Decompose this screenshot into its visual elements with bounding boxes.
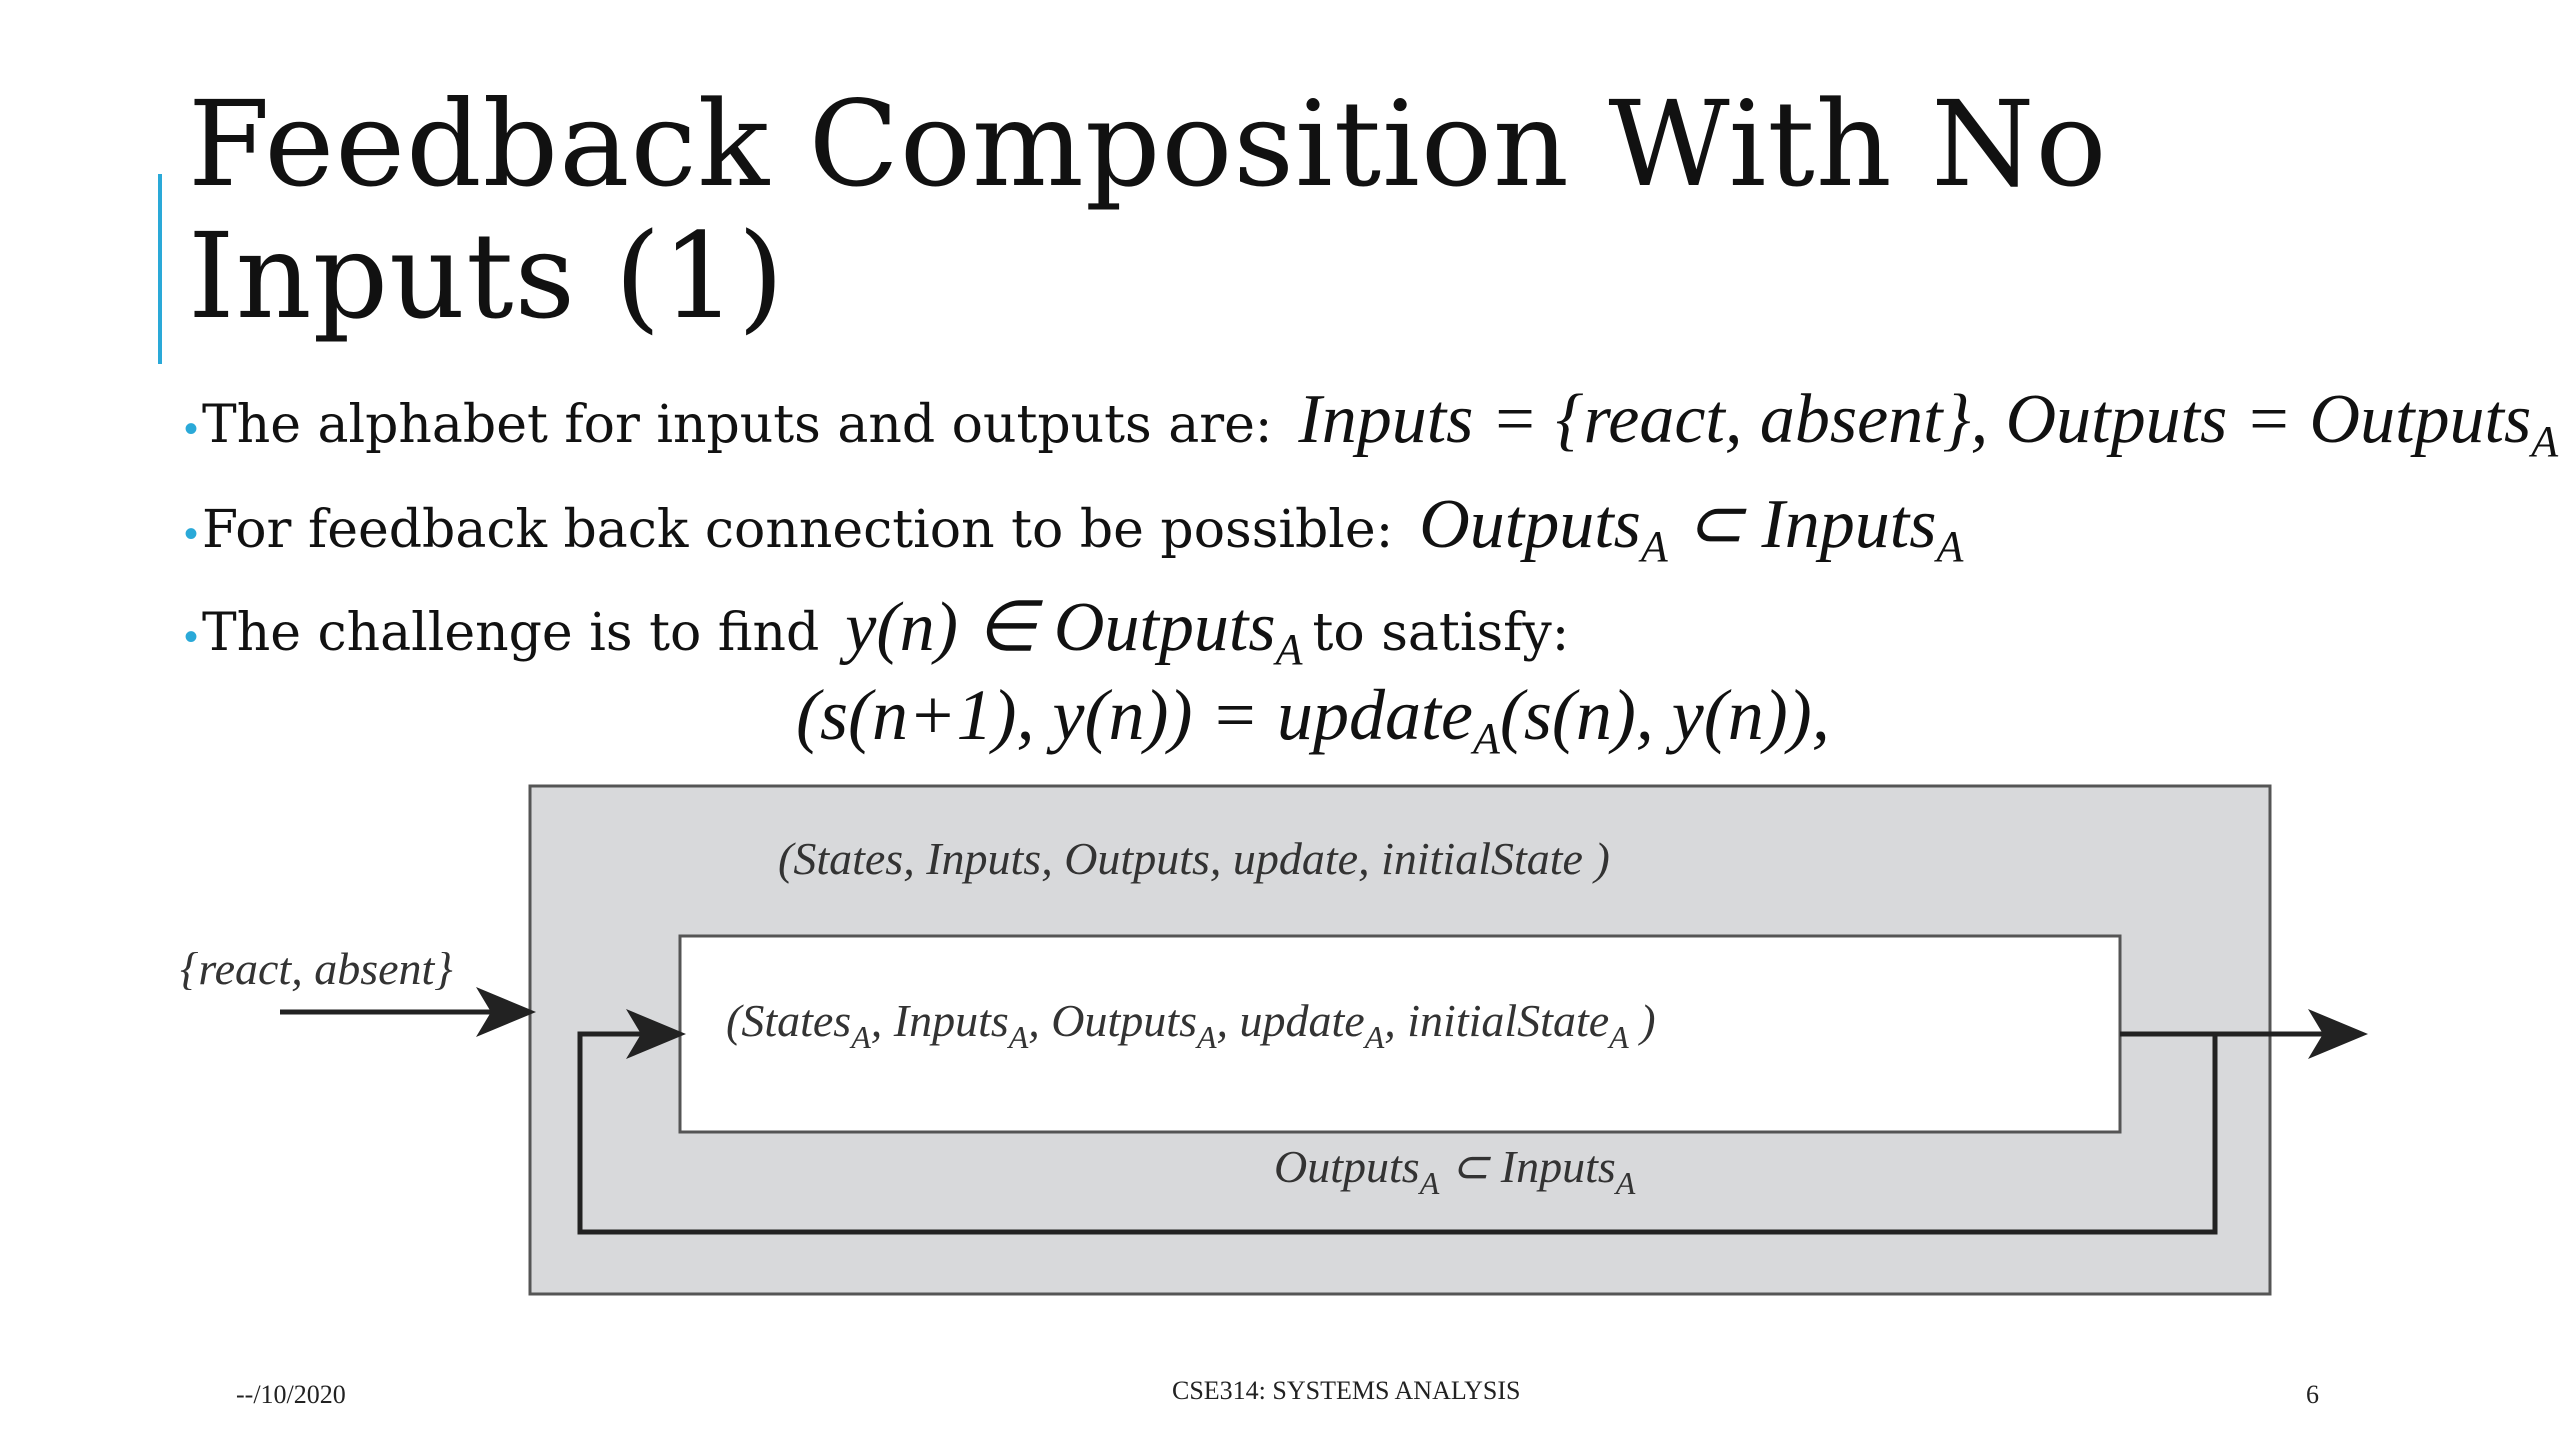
bullet-marker: • <box>184 512 199 556</box>
bullet-text: For feedback back connection to be possi… <box>202 500 1394 560</box>
title-accent-bar <box>158 174 162 364</box>
bullet-math: y(n) ∈ OutputsA <box>845 585 1302 675</box>
bullet-marker: • <box>184 407 199 451</box>
math-expression: Inputs = {react, absent}, Outputs = Outp… <box>1298 381 2532 458</box>
bullet-text: The challenge is to find <box>202 603 820 663</box>
feedback-constraint-label: OutputsA ⊂ InputsA <box>1274 1141 1636 1201</box>
footer-date: --/10/2020 <box>236 1380 346 1409</box>
math-tail: . <box>2558 381 2560 458</box>
inner-actor-box <box>678 934 2122 1134</box>
equation-subscript: A <box>1472 714 1500 763</box>
bullet-challenge: • The challenge is to find y(n) ∈ Output… <box>184 585 1569 675</box>
feedback-diagram: (States, Inputs, Outputs, update, initia… <box>180 784 2368 1296</box>
update-equation: (s(n+1), y(n)) = updateA(s(n), y(n)), <box>796 674 1830 764</box>
math-expression-mid: ⊂ Inputs <box>1667 486 1937 563</box>
bullet-feedback-condition: • For feedback back connection to be pos… <box>184 482 1963 572</box>
footer-course: CSE314: SYSTEMS ANALYSIS <box>1172 1376 1521 1405</box>
math-subscript: A <box>1640 522 1668 571</box>
bullet-marker: • <box>184 615 199 659</box>
footer-page-number: 6 <box>2306 1380 2319 1409</box>
math-expression: y(n) ∈ Outputs <box>845 589 1276 666</box>
math-subscript: A <box>2531 417 2559 466</box>
slide-title: Feedback Composition With No Inputs (1) <box>188 75 2108 345</box>
feedback-loop-line <box>577 1009 2218 1235</box>
input-alphabet-label: {react, absent} <box>180 943 453 994</box>
bullet-alphabet: • The alphabet for inputs and outputs ar… <box>184 380 2560 470</box>
bullet-math: Inputs = {react, absent}, Outputs = Outp… <box>1298 380 2560 467</box>
outer-box-label: (States, Inputs, Outputs, update, initia… <box>778 833 1610 884</box>
math-subscript: A <box>1275 625 1303 674</box>
equation-left: (s(n+1), y(n)) = update <box>796 675 1473 755</box>
bullet-text: The alphabet for inputs and outputs are: <box>202 395 1273 455</box>
math-expression: Outputs <box>1419 486 1641 563</box>
equation-right: (s(n), y(n)), <box>1499 675 1830 755</box>
inner-box-label: (StatesA, InputsA, OutputsA, updateA, in… <box>726 995 1656 1055</box>
bullet-text-after: to satisfy: <box>1312 603 1570 663</box>
bullet-math: OutputsA ⊂ InputsA <box>1419 482 1963 572</box>
math-subscript: A <box>1936 522 1964 571</box>
